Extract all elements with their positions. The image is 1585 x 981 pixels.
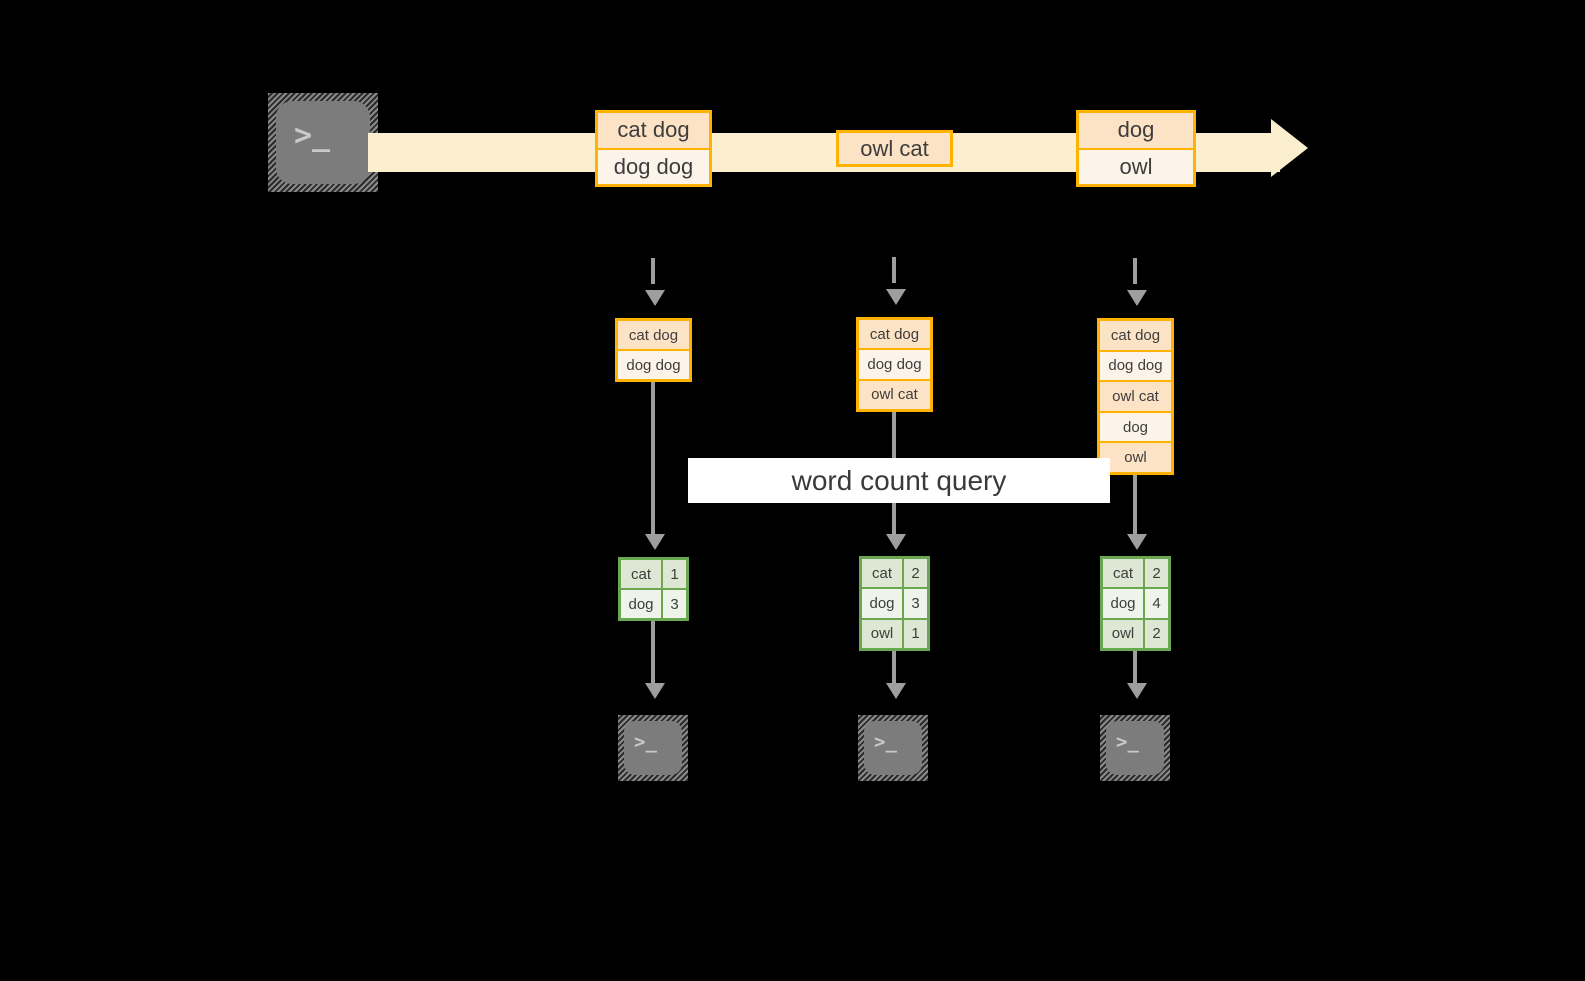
- result-count: 1: [661, 560, 686, 588]
- stream-record-line: owl: [1079, 147, 1193, 184]
- result-count: 4: [1143, 589, 1168, 618]
- stream-arrowhead-icon: [1271, 119, 1308, 177]
- result-count: 3: [661, 590, 686, 618]
- snapshot-box-1: cat dog dog dog owl cat: [856, 317, 933, 412]
- result-word: cat: [1103, 559, 1143, 588]
- result-word: owl: [862, 619, 902, 648]
- feed-arrowhead-1-icon: [886, 289, 906, 305]
- stream-record-line: cat dog: [598, 113, 709, 148]
- output-arrowhead-2-icon: [1127, 683, 1147, 699]
- query-arrowhead-1-icon: [886, 534, 906, 550]
- snapshot-line: dog dog: [618, 349, 689, 379]
- result-row: cat 2: [862, 559, 927, 588]
- stream-record-line: dog dog: [598, 147, 709, 184]
- result-row: owl 1: [862, 617, 927, 648]
- output-arrowhead-1-icon: [886, 683, 906, 699]
- sink-terminal-icon-1: >_: [858, 715, 928, 781]
- result-count: 2: [1143, 619, 1168, 648]
- result-table-0: cat 1 dog 3: [618, 557, 689, 621]
- result-word: dog: [1103, 589, 1143, 618]
- output-arrowhead-0-icon: [645, 683, 665, 699]
- result-row: owl 2: [1103, 617, 1168, 648]
- feed-dash-0: [651, 258, 655, 284]
- output-line-1: [892, 651, 896, 687]
- output-line-2: [1133, 651, 1137, 687]
- snapshot-line: cat dog: [618, 321, 689, 349]
- snapshot-line: dog: [1100, 410, 1171, 442]
- result-row: cat 2: [1103, 559, 1168, 588]
- terminal-prompt-glyph: >_: [294, 118, 331, 153]
- result-row: dog 4: [1103, 587, 1168, 618]
- stream-record-1: owl cat: [836, 130, 953, 167]
- snapshot-line: cat dog: [859, 320, 930, 349]
- feed-arrowhead-2-icon: [1127, 290, 1147, 306]
- sink-terminal-icon-2: >_: [1100, 715, 1170, 781]
- snapshot-line: cat dog: [1100, 321, 1171, 350]
- snapshot-line: owl cat: [859, 378, 930, 409]
- terminal-body: [864, 721, 922, 775]
- result-row: cat 1: [621, 560, 686, 588]
- output-line-0: [651, 621, 655, 687]
- result-row: dog 3: [862, 587, 927, 618]
- query-arrowhead-2-icon: [1127, 534, 1147, 550]
- query-banner: word count query: [688, 458, 1110, 503]
- result-word: dog: [862, 589, 902, 618]
- result-table-2: cat 2 dog 4 owl 2: [1100, 556, 1171, 651]
- sink-terminal-icon-0: >_: [618, 715, 688, 781]
- result-count: 2: [902, 559, 927, 588]
- snapshot-line: dog dog: [1100, 349, 1171, 381]
- source-terminal-icon: >_: [268, 93, 378, 192]
- result-word: owl: [1103, 619, 1143, 648]
- stream-record-2: dog owl: [1076, 110, 1196, 187]
- snapshot-line: owl cat: [1100, 380, 1171, 411]
- result-word: cat: [621, 560, 661, 588]
- result-count: 1: [902, 619, 927, 648]
- stream-record-line: dog: [1079, 113, 1193, 148]
- snapshot-box-2: cat dog dog dog owl cat dog owl: [1097, 318, 1174, 475]
- result-count: 2: [1143, 559, 1168, 588]
- terminal-prompt-glyph: >_: [634, 731, 657, 753]
- terminal-prompt-glyph: >_: [874, 731, 897, 753]
- stream-record-0: cat dog dog dog: [595, 110, 712, 187]
- terminal-body: [624, 721, 682, 775]
- terminal-body: [276, 101, 370, 184]
- snapshot-line: owl: [1100, 441, 1171, 472]
- query-line-2: [1133, 475, 1137, 538]
- terminal-prompt-glyph: >_: [1116, 731, 1139, 753]
- query-arrowhead-0-icon: [645, 534, 665, 550]
- result-word: dog: [621, 590, 661, 618]
- result-table-1: cat 2 dog 3 owl 1: [859, 556, 930, 651]
- stream-record-line: owl cat: [839, 133, 950, 164]
- feed-dash-1: [892, 257, 896, 283]
- feed-dash-2: [1133, 258, 1137, 284]
- snapshot-box-0: cat dog dog dog: [615, 318, 692, 382]
- query-banner-label: word count query: [791, 464, 1007, 496]
- query-line-0: [651, 382, 655, 538]
- terminal-body: [1106, 721, 1164, 775]
- result-word: cat: [862, 559, 902, 588]
- result-count: 3: [902, 589, 927, 618]
- snapshot-line: dog dog: [859, 348, 930, 379]
- feed-arrowhead-0-icon: [645, 290, 665, 306]
- result-row: dog 3: [621, 588, 686, 618]
